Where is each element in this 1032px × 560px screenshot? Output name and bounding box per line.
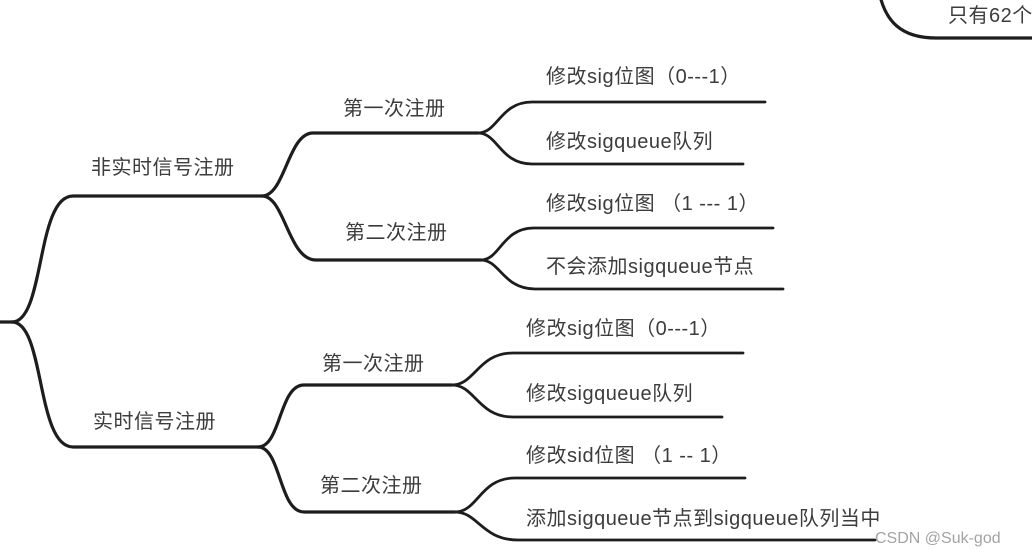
connector-leaf-sid-bitmap-1-1 [453,476,747,514]
connector-leaf-sig-bitmap-1-1 [479,226,775,262]
topic-modify-sig-bitmap-1-1[interactable]: 修改sig位图 （1 --- 1） [546,193,759,215]
connector-root-to-branch1 [10,194,264,324]
connector-leaf-add-sigqueue-node [453,510,877,542]
connector-branch2-to-child1 [256,383,454,449]
connector-branch1-to-child2 [260,194,483,262]
topic-no-sigqueue-node-added[interactable]: 不会添加sigqueue节点 [546,256,755,278]
topic-non-realtime-signal-registration[interactable]: 非实时信号注册 [91,157,235,179]
connector-branch1-to-child1 [260,131,480,198]
topic-modify-sid-bitmap-1-1[interactable]: 修改sid位图 （1 -- 1） [526,445,732,467]
connector-branch2-to-child2 [256,445,457,514]
topic-only-62-signals[interactable]: 只有62个 [948,5,1032,27]
topic-modify-sigqueue-list-bottom[interactable]: 修改sigqueue队列 [526,383,694,405]
connector-leaf-sig-bitmap-0-1-top [476,100,767,135]
topic-first-registration-bottom[interactable]: 第一次注册 [322,353,425,375]
topic-modify-sigqueue-list-top[interactable]: 修改sigqueue队列 [546,131,714,153]
topic-second-registration-top[interactable]: 第二次注册 [345,222,448,244]
topic-realtime-signal-registration[interactable]: 实时信号注册 [93,411,216,433]
connector-clipped-topic [879,0,1032,40]
topic-first-registration-top[interactable]: 第一次注册 [343,98,446,120]
topic-modify-sig-bitmap-0-1-top[interactable]: 修改sig位图（0---1） [546,66,741,88]
topic-second-registration-bottom[interactable]: 第二次注册 [320,475,423,497]
topic-modify-sig-bitmap-0-1-bottom[interactable]: 修改sig位图（0---1） [526,318,721,340]
connector-leaf-no-sigqueue-node [479,258,785,291]
connector-leaf-sigqueue-list-top [476,131,745,166]
csdn-watermark: CSDN @Suk-god [875,530,1001,547]
topic-add-sigqueue-node-to-queue[interactable]: 添加sigqueue节点到sigqueue队列当中 [526,508,881,530]
connector-leaf-sig-bitmap-0-1-bottom [450,351,745,387]
connector-root-to-branch2 [10,320,260,449]
connector-leaf-sigqueue-list-bottom [450,383,724,419]
